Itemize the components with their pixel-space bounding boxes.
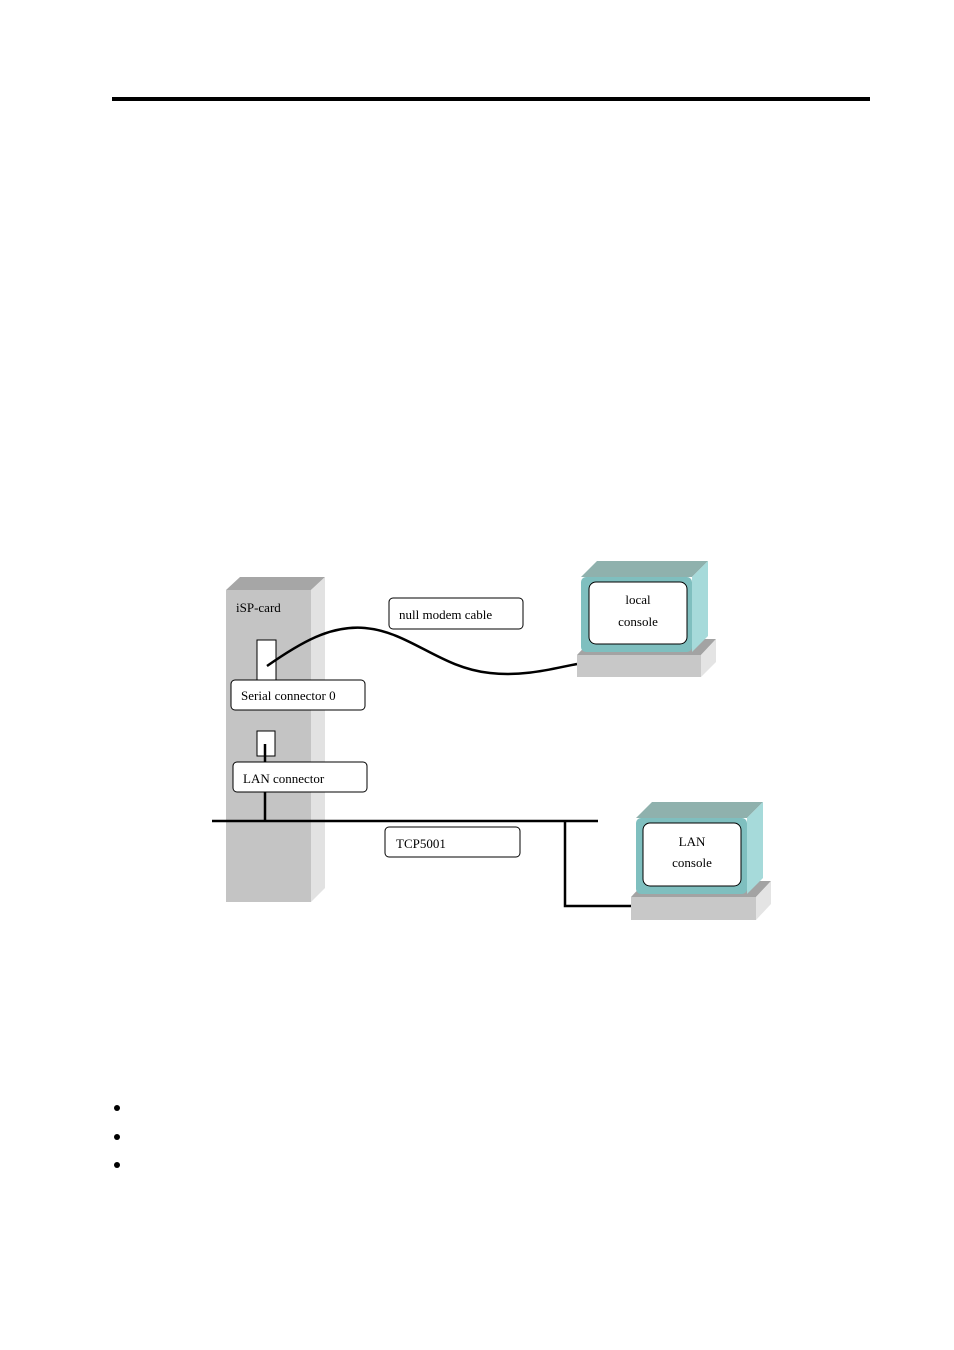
lan-monitor-top [636,802,763,818]
network-label: TCP5001 [396,836,446,851]
serial-port [256,639,277,681]
isp-card-top [226,577,325,590]
cable-label: null modem cable [399,607,492,622]
header-rule [112,97,870,101]
lan-console-computer: LAN console [631,802,771,920]
lan-connector-callout: LAN connector [232,761,368,793]
lan-screen [642,822,742,887]
lan-base-front [631,897,756,920]
serial-connector-callout: Serial connector 0 [230,679,366,711]
local-base-side [701,639,716,677]
bullet-icon [114,1105,120,1111]
local-monitor-top [581,561,708,577]
local-base-front [577,655,701,677]
list-item [114,1155,120,1184]
bullet-icon [114,1133,120,1140]
lan-console-line2: console [672,855,712,870]
lan-monitor-side [747,802,763,894]
local-monitor-side [692,561,708,652]
bullet-list [114,1098,120,1184]
list-item [114,1127,120,1156]
lan-base-side [756,881,771,920]
local-screen [588,581,688,645]
null-modem-cable [266,626,578,676]
lan-console-link [563,821,632,908]
local-console-line1: local [625,592,651,607]
isp-card-side [311,577,325,902]
cable-callout: null modem cable [388,597,524,630]
lan-console-line1: LAN [679,834,706,849]
network-callout: TCP5001 [384,826,521,858]
isp-card-label: iSP-card [236,600,281,615]
serial-connector-label: Serial connector 0 [241,688,336,703]
local-console-computer: local console [577,561,716,677]
list-item [114,1098,120,1127]
lan-connector-label: LAN connector [243,771,325,786]
local-console-line2: console [618,614,658,629]
bullet-icon [114,1162,120,1168]
